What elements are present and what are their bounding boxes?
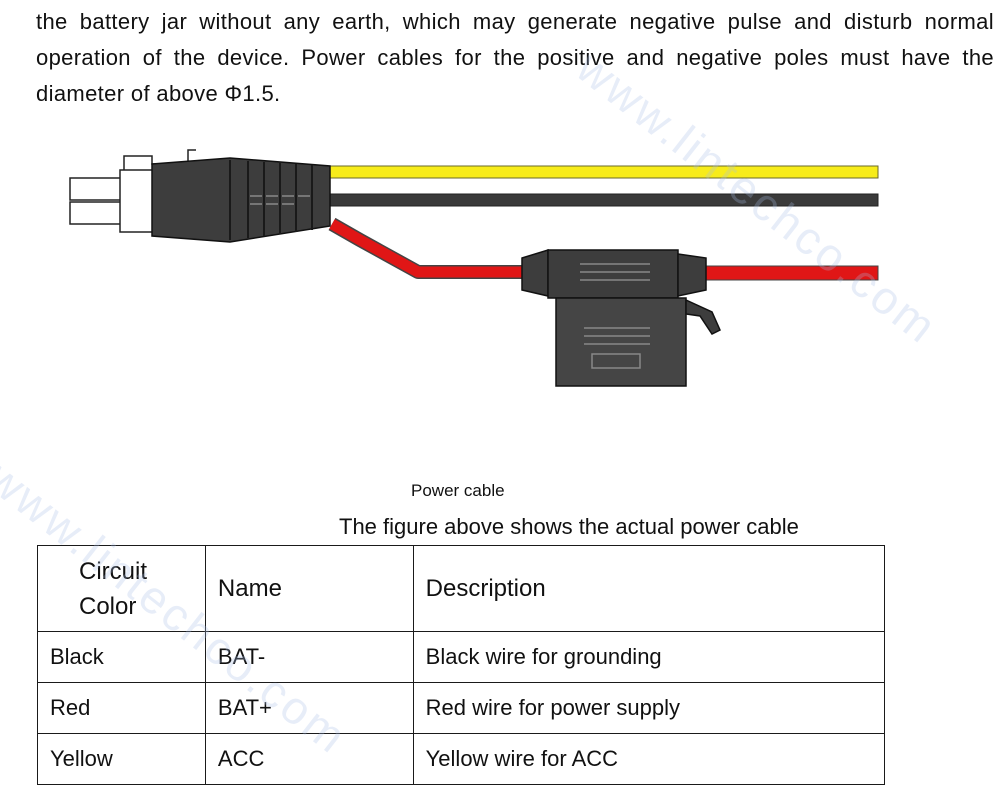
cell-color: Yellow (37, 733, 206, 785)
fuse-bottom-body (555, 297, 687, 387)
header-circuit-line1: Circuit (79, 557, 148, 585)
paragraph-line-2: operation of the device. Power cables fo… (36, 45, 994, 70)
fuse-bottom-ribs (584, 327, 650, 345)
body-paragraph: the battery jar without any earth, which… (36, 4, 994, 112)
plug-ribs (229, 160, 313, 240)
fuse-left-cap (521, 248, 549, 297)
table-row: Red BAT+ Red wire for power supply (37, 682, 886, 734)
header-circuit-line2: Color (79, 592, 137, 620)
header-circuit-color: Circuit Color (37, 545, 206, 632)
figure-subcaption: The figure above shows the actual power … (339, 514, 799, 539)
cell-color: Black (37, 631, 206, 683)
table-row: Yellow ACC Yellow wire for ACC (37, 733, 886, 785)
plug-pin-top (69, 177, 123, 201)
yellow-wire (329, 165, 879, 179)
wire-spec-table: Circuit Color Name Description Black BAT… (37, 545, 886, 785)
table-row: Black BAT- Black wire for grounding (37, 631, 886, 683)
paragraph-line-3: diameter of above Φ1.5. (36, 81, 281, 106)
header-name: Name (204, 545, 414, 632)
cell-description: Red wire for power supply (412, 682, 886, 734)
cell-color: Red (37, 682, 206, 734)
cell-name: ACC (204, 733, 414, 785)
fuse-strap (685, 298, 721, 335)
plug-highlight (250, 195, 310, 205)
cell-description: Yellow wire for ACC (412, 733, 886, 785)
paragraph-line-1: the battery jar without any earth, which… (36, 9, 994, 34)
power-cable-figure (69, 149, 879, 387)
cell-name: BAT- (204, 631, 414, 683)
fuse-top-ribs (580, 263, 650, 281)
fuse-right-cap (677, 253, 707, 297)
red-wire-end (699, 265, 879, 281)
table-header-row: Circuit Color Name Description (37, 545, 886, 632)
fuse-top-body (547, 249, 679, 299)
plug-pin-bottom (69, 201, 123, 225)
fuse-window (591, 353, 641, 369)
red-wire-outline (328, 217, 528, 279)
plug-body (151, 157, 331, 243)
black-wire (329, 193, 879, 207)
cell-name: BAT+ (204, 682, 414, 734)
red-wire (329, 219, 528, 278)
cell-description: Black wire for grounding (412, 631, 886, 683)
header-description: Description (412, 545, 886, 632)
figure-caption: Power cable (411, 481, 505, 500)
